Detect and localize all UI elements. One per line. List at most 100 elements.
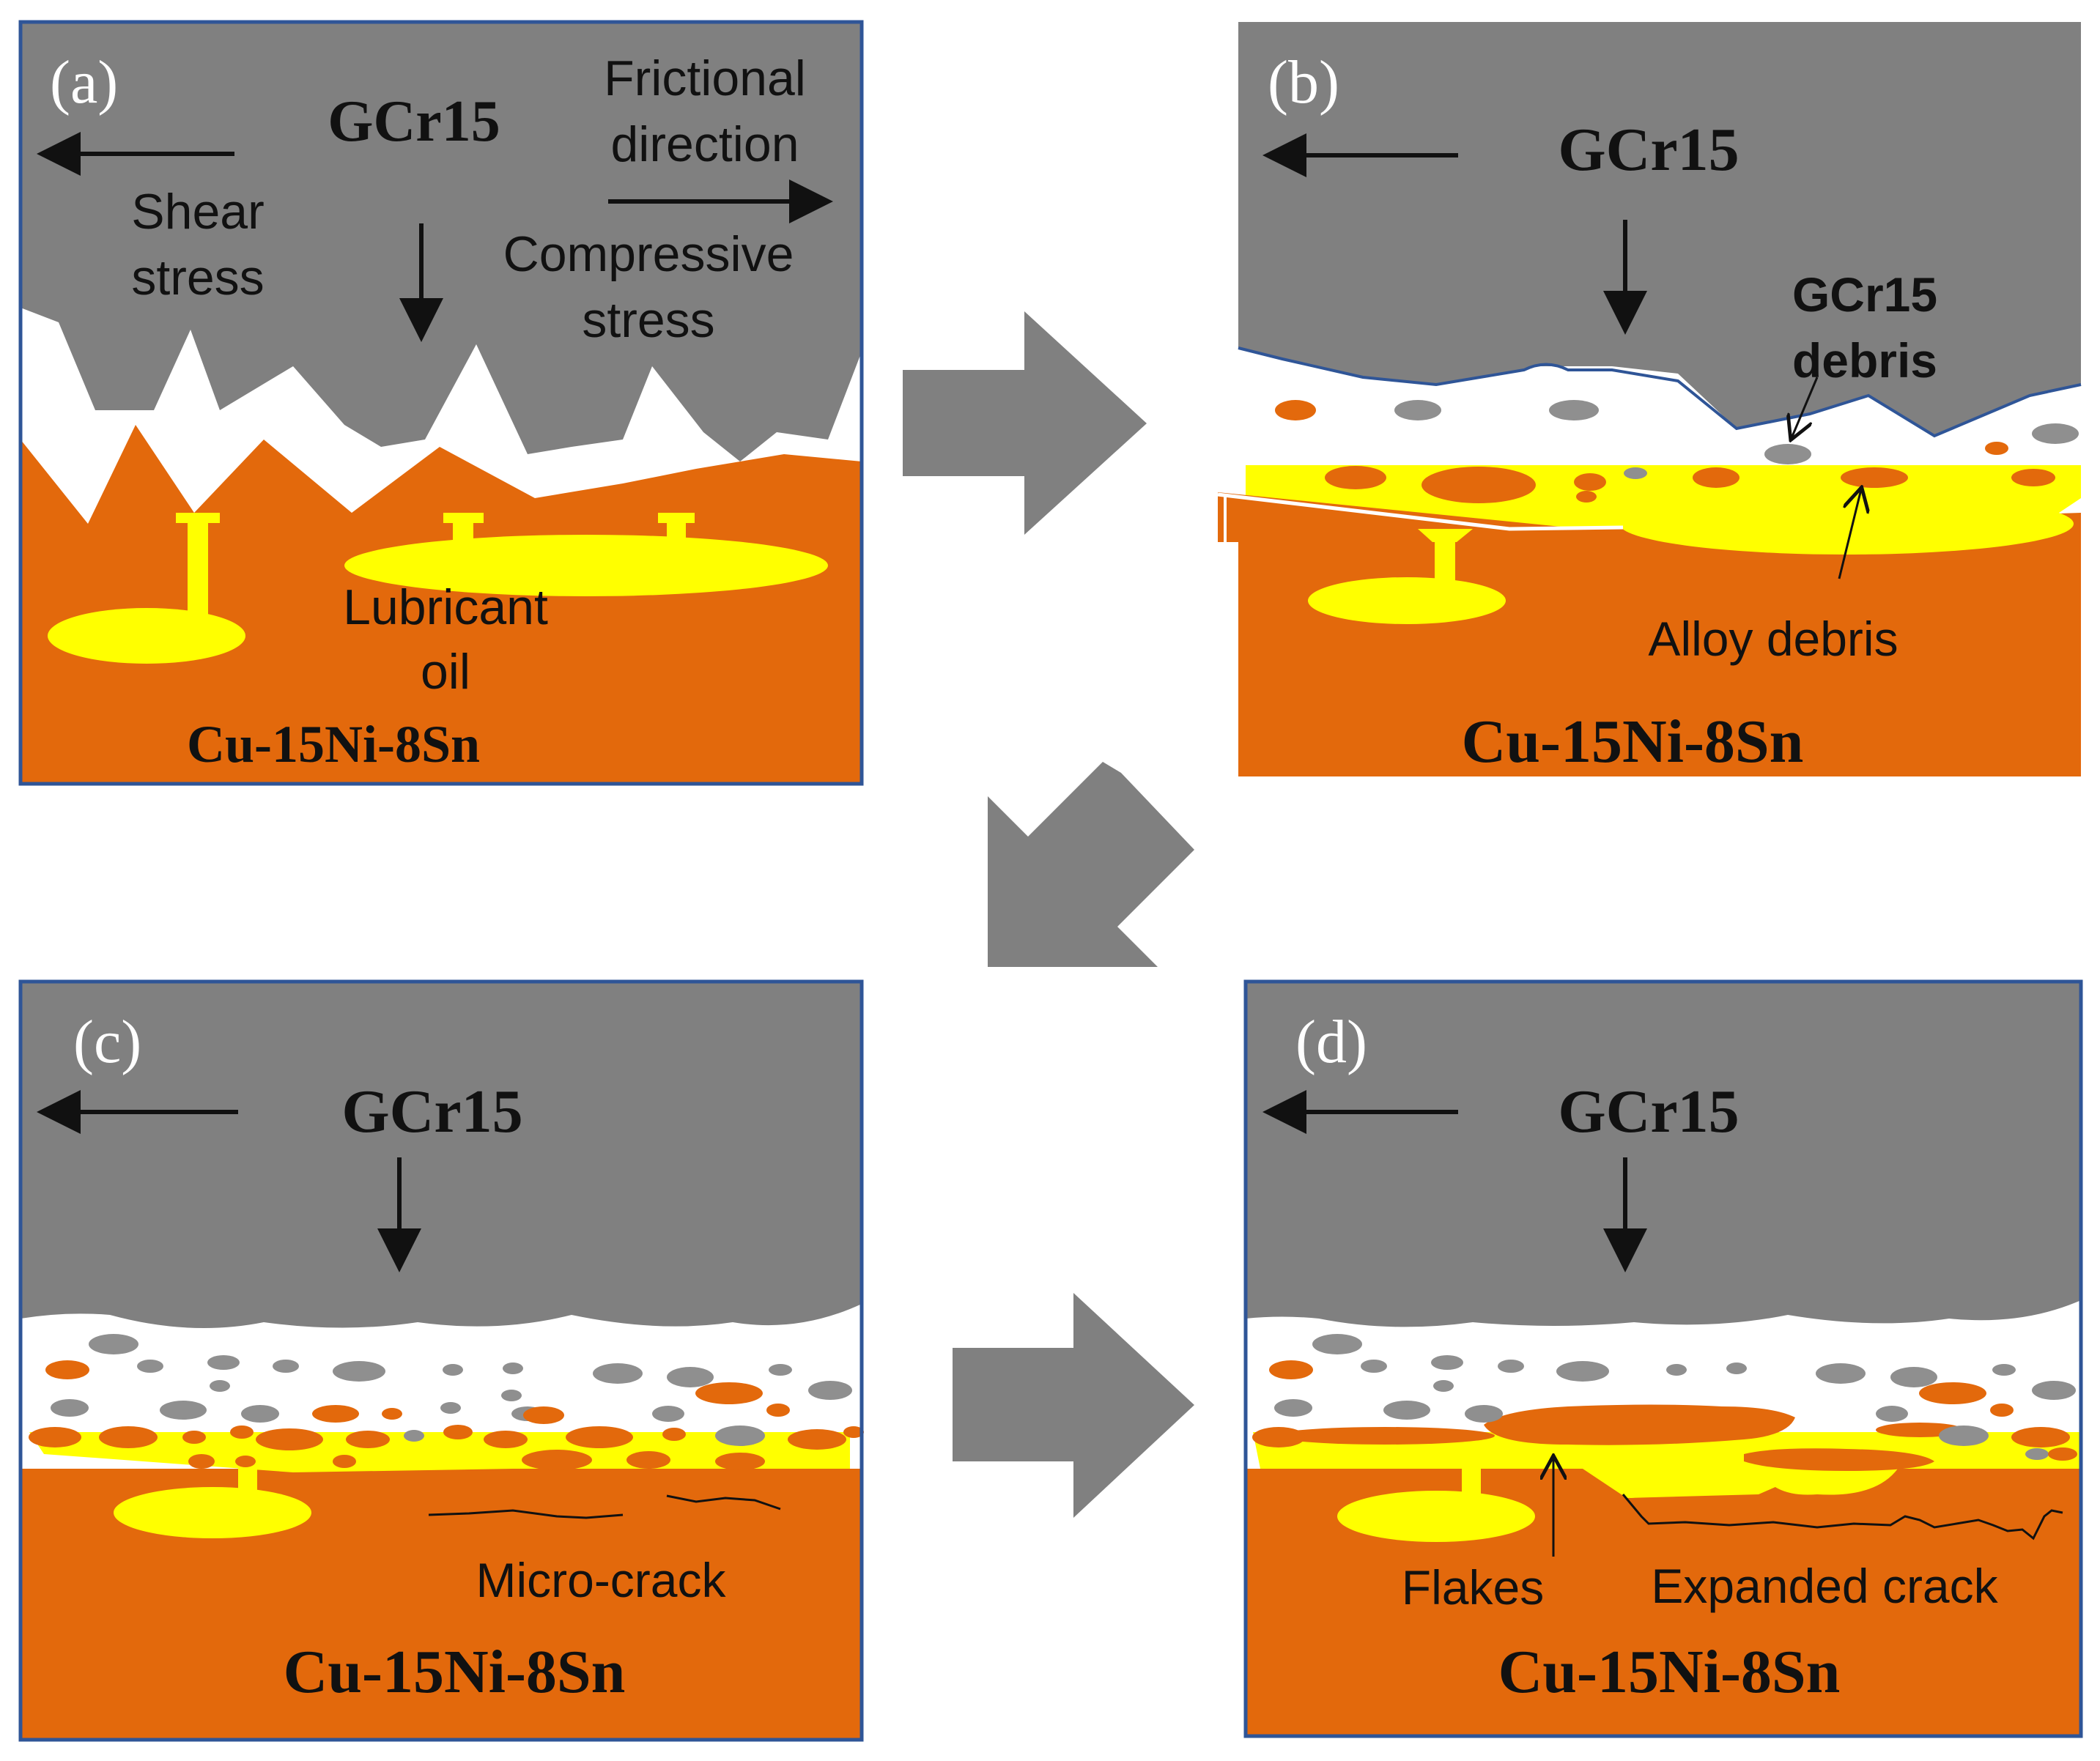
gcr15-debris-particle [89, 1334, 138, 1354]
panel-a-oil-channel-right-cap [658, 513, 695, 523]
alloy-debris-particle [188, 1454, 215, 1469]
alloy-debris-particle [182, 1431, 206, 1444]
gcr15-debris-particle [1312, 1334, 1362, 1354]
alloy-debris-particle [523, 1406, 564, 1424]
alloy-debris-particle [443, 1425, 473, 1439]
gcr15-debris-particle [1876, 1406, 1908, 1422]
alloy-debris-particle [2011, 1427, 2070, 1447]
gcr15-debris-particle [404, 1430, 424, 1442]
panel-b-gcr15-debris-particle [1764, 444, 1811, 464]
alloy-debris-particle [230, 1426, 254, 1439]
gcr15-debris-particle [1383, 1401, 1430, 1420]
panel-d-flake [1484, 1404, 1795, 1445]
panel-b-gcr15-debris-particle [1549, 400, 1599, 420]
panel-c-alloy-debris-field [29, 1360, 864, 1470]
panel-d: (d) GCr15 Flakes Expanded crack Cu-15Ni-… [1243, 979, 2083, 1738]
gcr15-debris-particle [333, 1361, 385, 1382]
gcr15-debris-particle [715, 1426, 765, 1446]
panel-b-alloy-substrate [1218, 492, 2081, 776]
panel-a-oil-pocket-left [48, 608, 245, 664]
panel-d-gcr15-debris-field [1274, 1334, 2076, 1460]
panel-a-oil-channel-left [188, 513, 208, 637]
panel-d-border [1243, 979, 2083, 1738]
panel-d-letter: (d) [1295, 1008, 1367, 1076]
gcr15-debris-particle [1666, 1364, 1687, 1376]
panel-a-counterface [21, 22, 862, 461]
panel-a-border [18, 20, 864, 786]
gcr15-debris-particle [1498, 1360, 1524, 1373]
panel-b-alloy-debris-pointer [1838, 489, 1861, 579]
gcr15-debris-particle [503, 1363, 523, 1374]
panel-b-counterface [1238, 22, 2081, 436]
alloy-debris-particle [662, 1428, 686, 1441]
gcr15-debris-particle [2032, 1381, 2076, 1400]
gcr15-debris-particle [443, 1364, 463, 1376]
panel-d-counterface-label: GCr15 [1558, 1078, 1739, 1146]
gcr15-debris-particle [440, 1402, 461, 1414]
panel-b-gcr15-debris-label-2: debris [1792, 333, 1937, 388]
panel-a: (a) GCr15 Frictional direction Shear str… [18, 20, 864, 786]
alloy-debris-particle [346, 1431, 390, 1448]
panel-a-lubricant-label-1: Lubricant [343, 579, 548, 635]
panel-a-frictional-label-2: direction [610, 116, 799, 172]
alloy-debris-particle [715, 1453, 765, 1470]
gcr15-debris-particle [501, 1390, 522, 1401]
panel-b-oil-channel-cap [1418, 529, 1473, 542]
panel-a-compressive-label-2: stress [582, 292, 714, 348]
gcr15-debris-particle [1939, 1426, 1989, 1446]
flow-arrow-b-to-c [988, 762, 1194, 967]
panel-d-delamination-pit [1597, 1469, 1685, 1498]
panel-b-film-alloy-debris [1421, 467, 1536, 503]
panel-b-film-alloy-debris [2011, 469, 2055, 486]
panel-c-oil-pocket [114, 1487, 311, 1538]
panel-d-lubricant-film [1253, 1432, 2081, 1498]
panel-c-substrate-ledge [21, 1472, 31, 1520]
alloy-debris-particle [256, 1428, 323, 1450]
alloy-debris-particle [843, 1426, 864, 1438]
gcr15-debris-particle [1274, 1399, 1312, 1417]
panel-c: (c) GCr15 Micro-crack Cu-15Ni-8Sn [18, 979, 864, 1742]
panel-d-alloy-debris-field [1252, 1360, 2077, 1461]
panel-b-film-alloy-debris [1693, 467, 1739, 488]
panel-c-oil-channel [238, 1465, 257, 1513]
alloy-debris-particle [1252, 1427, 1305, 1447]
panel-d-substrate-label: Cu-15Ni-8Sn [1498, 1638, 1841, 1706]
gcr15-debris-particle [2025, 1448, 2049, 1460]
alloy-debris-particle [333, 1455, 356, 1468]
alloy-debris-particle [566, 1426, 633, 1448]
panel-a-frictional-label-1: Frictional [604, 51, 806, 106]
alloy-debris-particle [766, 1404, 790, 1417]
panel-b-gcr15-debris-label-1: GCr15 [1792, 267, 1937, 322]
alloy-debris-particle [2048, 1447, 2077, 1461]
panel-b-oil-pocket-left [1308, 577, 1506, 624]
panel-a-substrate-label: Cu-15Ni-8Sn [187, 715, 480, 774]
alloy-debris-particle [484, 1431, 528, 1448]
panel-d-expanded-crack [1622, 1494, 2063, 1541]
panel-b-gcr15-debris-pointer [1792, 377, 1819, 438]
gcr15-debris-particle [1361, 1360, 1387, 1373]
panel-c-border [18, 979, 864, 1742]
alloy-debris-particle [626, 1451, 670, 1469]
alloy-debris-particle [45, 1360, 89, 1379]
panel-b-alloy-debris-label: Alloy debris [1648, 612, 1898, 666]
alloy-debris-particle [695, 1382, 763, 1404]
gcr15-debris-particle [210, 1380, 230, 1392]
panel-b: (b) GCr15 GCr15 debris Alloy debris Cu-1… [1217, 22, 2082, 776]
panel-b-alloy-debris-particle [1275, 400, 1316, 420]
panel-d-expanded-crack-label: Expanded crack [1651, 1559, 1998, 1613]
gcr15-debris-particle [1816, 1363, 1866, 1384]
gcr15-debris-particle [160, 1401, 207, 1420]
panel-b-letter: (b) [1268, 48, 1339, 116]
panel-c-substrate-label: Cu-15Ni-8Sn [284, 1638, 626, 1706]
panel-b-film-alloy-debris [1325, 466, 1386, 489]
panel-d-substrate-ledge [1246, 1472, 1256, 1520]
gcr15-debris-particle [241, 1405, 279, 1423]
alloy-debris-particle [1269, 1360, 1313, 1379]
panel-b-film-alloy-debris [1841, 467, 1908, 488]
panel-a-counterface-label: GCr15 [328, 89, 500, 154]
panel-c-counterface-label: GCr15 [341, 1078, 522, 1146]
panel-c-gcr15-debris-field [51, 1334, 852, 1446]
gcr15-debris-particle [1890, 1367, 1937, 1387]
panel-d-delamination-pit [1759, 1469, 1898, 1495]
gcr15-debris-particle [51, 1399, 89, 1417]
